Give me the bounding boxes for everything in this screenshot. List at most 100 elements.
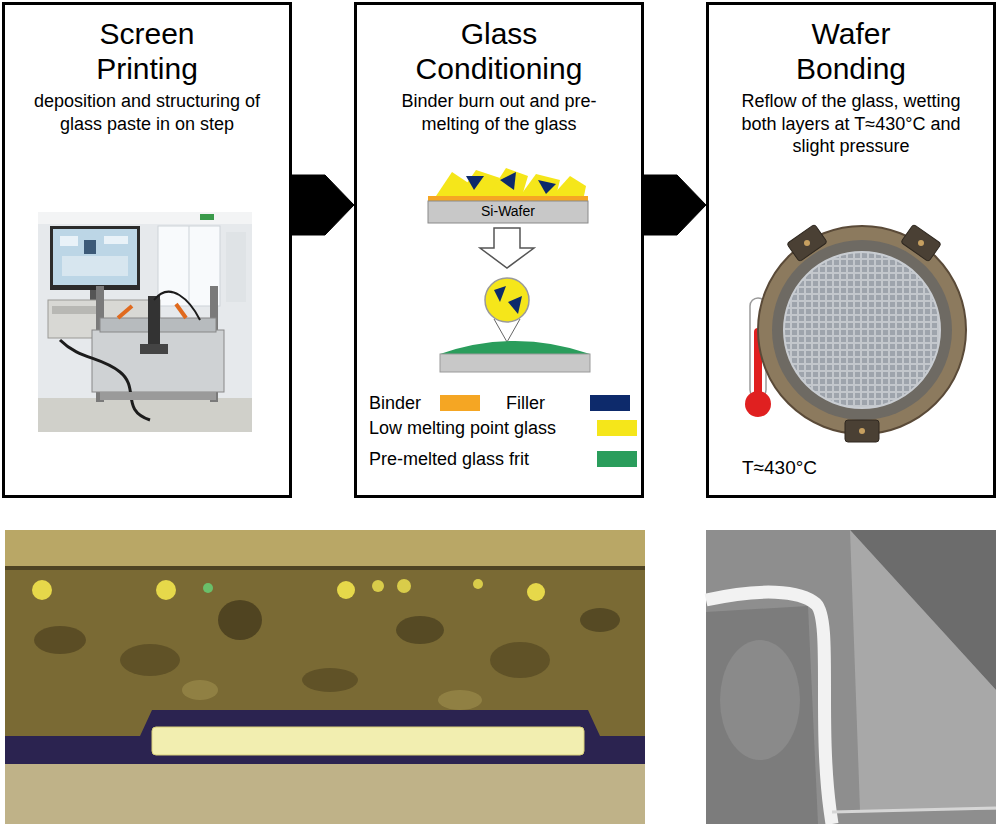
lab-photo-part: [38, 398, 252, 432]
lab-photo-part: [100, 392, 216, 400]
micrograph-part: [156, 580, 176, 600]
bonding-chuck-part: [784, 252, 940, 408]
legend-label: Filler: [506, 392, 545, 414]
bonding-chuck-part: [804, 240, 810, 246]
step-description: deposition and structuring of glass past…: [27, 90, 267, 135]
micrograph-part: [5, 710, 645, 764]
conditioning-schematic-part: [500, 172, 516, 190]
micrograph-part: [5, 764, 645, 824]
sem-image-part: [720, 640, 800, 760]
micrograph-part: [372, 580, 384, 592]
conditioning-schematic-part: [520, 174, 560, 196]
micrograph-part: [32, 580, 52, 600]
micrograph-part: [218, 600, 262, 640]
bonding-chuck: [758, 224, 966, 442]
lab-photo-part: [38, 212, 252, 224]
step-title: Wafer Bonding: [761, 5, 941, 86]
conditioning-schematic: [428, 168, 590, 372]
process-box: Screen Printingdeposition and structurin…: [2, 2, 292, 498]
micrograph: [5, 530, 645, 824]
lab-photo-part: [60, 236, 78, 246]
lab-photo-part: [84, 240, 96, 254]
micrograph-part: [396, 616, 444, 644]
conditioning-schematic-part: [538, 180, 556, 194]
lab-photo-part: [118, 306, 132, 318]
legend-swatch: [597, 420, 637, 436]
conditioning-schematic-part: [440, 341, 590, 354]
lab-photo-part: [60, 340, 150, 420]
lab-photo: [38, 212, 252, 432]
sem-image-part: [850, 530, 996, 810]
micrograph-part: [490, 642, 550, 678]
conditioning-schematic-part: [485, 278, 529, 322]
lab-photo-part: [176, 304, 186, 318]
lab-photo-part: [38, 212, 252, 432]
bonding-chuck-part: [758, 226, 966, 434]
lab-photo-part: [53, 229, 137, 285]
conditioning-schematic-part: [494, 319, 507, 342]
legend-label: Binder: [369, 392, 421, 414]
lab-photo-part: [226, 232, 246, 302]
micrograph-part: [337, 581, 355, 599]
temperature-label: T≈430°C: [742, 456, 882, 479]
legend-swatch: [590, 395, 630, 411]
conditioning-schematic-part: [507, 319, 520, 342]
lab-photo-part: [154, 292, 200, 320]
micrograph-part: [397, 579, 411, 593]
micrograph-part: [5, 530, 645, 824]
process-box: Wafer BondingReflow of the glass, wettin…: [706, 2, 996, 498]
sem-image: [706, 530, 996, 824]
conditioning-schematic-part: [552, 176, 586, 196]
sem-image-part: [832, 808, 996, 812]
lab-photo-part: [189, 226, 190, 306]
block-arrow: [644, 175, 706, 235]
micrograph-part: [438, 690, 482, 710]
conditioning-schematic-part: [488, 168, 528, 196]
lab-photo-part: [140, 344, 168, 354]
conditioning-schematic-part: [480, 228, 534, 268]
legend-swatch: [440, 395, 480, 411]
micrograph-part: [182, 680, 218, 700]
step-title: Glass Conditioning: [409, 5, 589, 86]
bonding-chuck-part: [859, 428, 865, 434]
lab-photo-part: [104, 236, 128, 244]
conditioning-schematic-part: [428, 196, 588, 201]
micrograph-part: [527, 583, 545, 601]
lab-photo-part: [148, 296, 160, 352]
bonding-chuck-part: [918, 240, 924, 246]
bonding-chuck-part: [787, 224, 827, 262]
bonding-chuck-part: [845, 420, 879, 442]
sem-image-part: [706, 592, 832, 824]
step-description: Reflow of the glass, wetting both layers…: [726, 90, 976, 158]
bonding-chuck-part: [901, 224, 941, 262]
sem-image-part: [706, 530, 996, 824]
micrograph-part: [302, 668, 358, 692]
micrograph-part: [473, 579, 483, 589]
micrograph-part: [5, 566, 645, 570]
lab-photo-part: [62, 256, 128, 276]
conditioning-schematic-part: [440, 354, 590, 372]
conditioning-schematic-part: [508, 296, 522, 314]
legend-swatch: [597, 451, 637, 467]
lab-photo-part: [50, 226, 140, 290]
legend-label: Low melting point glass: [369, 417, 556, 439]
micrograph-part: [120, 644, 180, 676]
thermometer-icon-part: [745, 391, 771, 417]
bonding-chuck-part: [772, 240, 952, 420]
micrograph-part: [152, 727, 584, 755]
block-arrow: [292, 175, 354, 235]
conditioning-schematic-part: [428, 201, 588, 223]
conditioning-schematic-part: [466, 176, 484, 190]
lab-photo-part: [52, 306, 102, 314]
micrograph-part: [34, 626, 86, 654]
sem-image-part: [706, 606, 818, 824]
legend-label: Pre-melted glass frit: [369, 448, 529, 470]
step-title: Screen Printing: [57, 5, 237, 86]
part-label: Si-Wafer: [428, 202, 588, 220]
step-description: Binder burn out and pre-melting of the g…: [374, 90, 624, 135]
lab-photo-part: [200, 214, 214, 220]
conditioning-schematic-part: [494, 286, 506, 302]
micrograph-part: [580, 608, 620, 632]
micrograph-part: [203, 583, 213, 593]
